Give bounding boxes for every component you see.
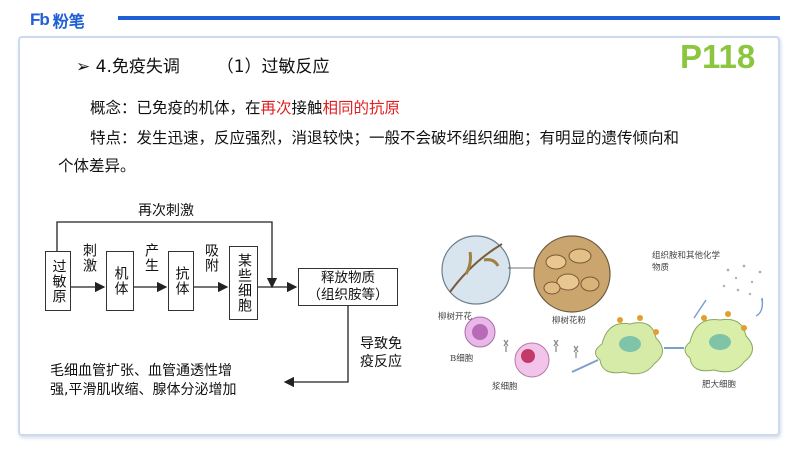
content-frame	[18, 36, 780, 436]
brand-logo: Fb 粉笔	[30, 8, 85, 32]
concept-highlight-antigen: 相同的抗原	[322, 99, 401, 117]
label-repeat-stimulus: 再次刺激	[138, 203, 194, 219]
label-cause-reaction: 导致免 疫反应	[360, 336, 402, 370]
concept-mid: 接触	[291, 99, 323, 117]
label-stimulate: 刺激	[81, 243, 97, 273]
box-body: 机体	[106, 251, 134, 311]
label-willow-flower: 柳树开花	[438, 312, 473, 322]
box-release-substances: 释放物质 （组织胺等）	[298, 268, 398, 306]
illustration-graphic	[441, 235, 764, 378]
logo-text: 粉笔	[52, 12, 85, 31]
section-subheading: （1）过敏反应	[216, 57, 330, 77]
allergy-illustration: 柳树开花 柳树花粉 组织胺和其他化学物质 B细胞 浆细胞 肥大细胞	[432, 222, 780, 394]
label-b-cell: B细胞	[450, 354, 474, 364]
bullet-arrow-icon: ➢	[76, 57, 91, 77]
label-mast-cell: 肥大细胞	[702, 380, 737, 390]
box-antibody: 抗体	[168, 251, 194, 311]
concept-text: 概念：已免疫的机体，在再次接触相同的抗原	[90, 96, 400, 120]
header-bar	[118, 16, 780, 20]
label-produce: 产生	[143, 243, 159, 273]
label-plasma-cell: 浆细胞	[492, 382, 518, 392]
concept-highlight-again: 再次	[260, 99, 292, 117]
features-line-2: 个体差异。	[58, 157, 136, 175]
cause-reaction-arrow	[283, 306, 349, 388]
release-line-1: 释放物质	[321, 270, 375, 286]
concept-prefix: 概念：已免疫的机体，在	[90, 99, 261, 117]
label-willow-pollen: 柳树花粉	[552, 316, 587, 326]
box-certain-cells: 某些细胞	[229, 246, 258, 320]
label-adsorb: 吸附	[203, 243, 219, 273]
release-line-2: （组织胺等）	[307, 287, 389, 303]
logo-mark: Fb	[30, 10, 50, 29]
effects-text: 毛细血管扩张、血管通透性增 强,平滑肌收缩、腺体分泌增加	[50, 363, 237, 398]
page-number: P118	[680, 38, 756, 75]
repeat-stimulus-arrow	[56, 221, 278, 289]
features-line-1: 特点：发生迅速，反应强烈，消退较快；一般不会破坏组织细胞；有明显的遗传倾向和	[90, 129, 680, 147]
section-title: ➢ 4.免疫失调 （1）过敏反应	[76, 52, 330, 77]
label-histamine: 组织胺和其他化学物质	[652, 251, 721, 273]
section-heading: 4.免疫失调	[95, 57, 180, 77]
box-allergen: 过敏原	[45, 251, 71, 311]
